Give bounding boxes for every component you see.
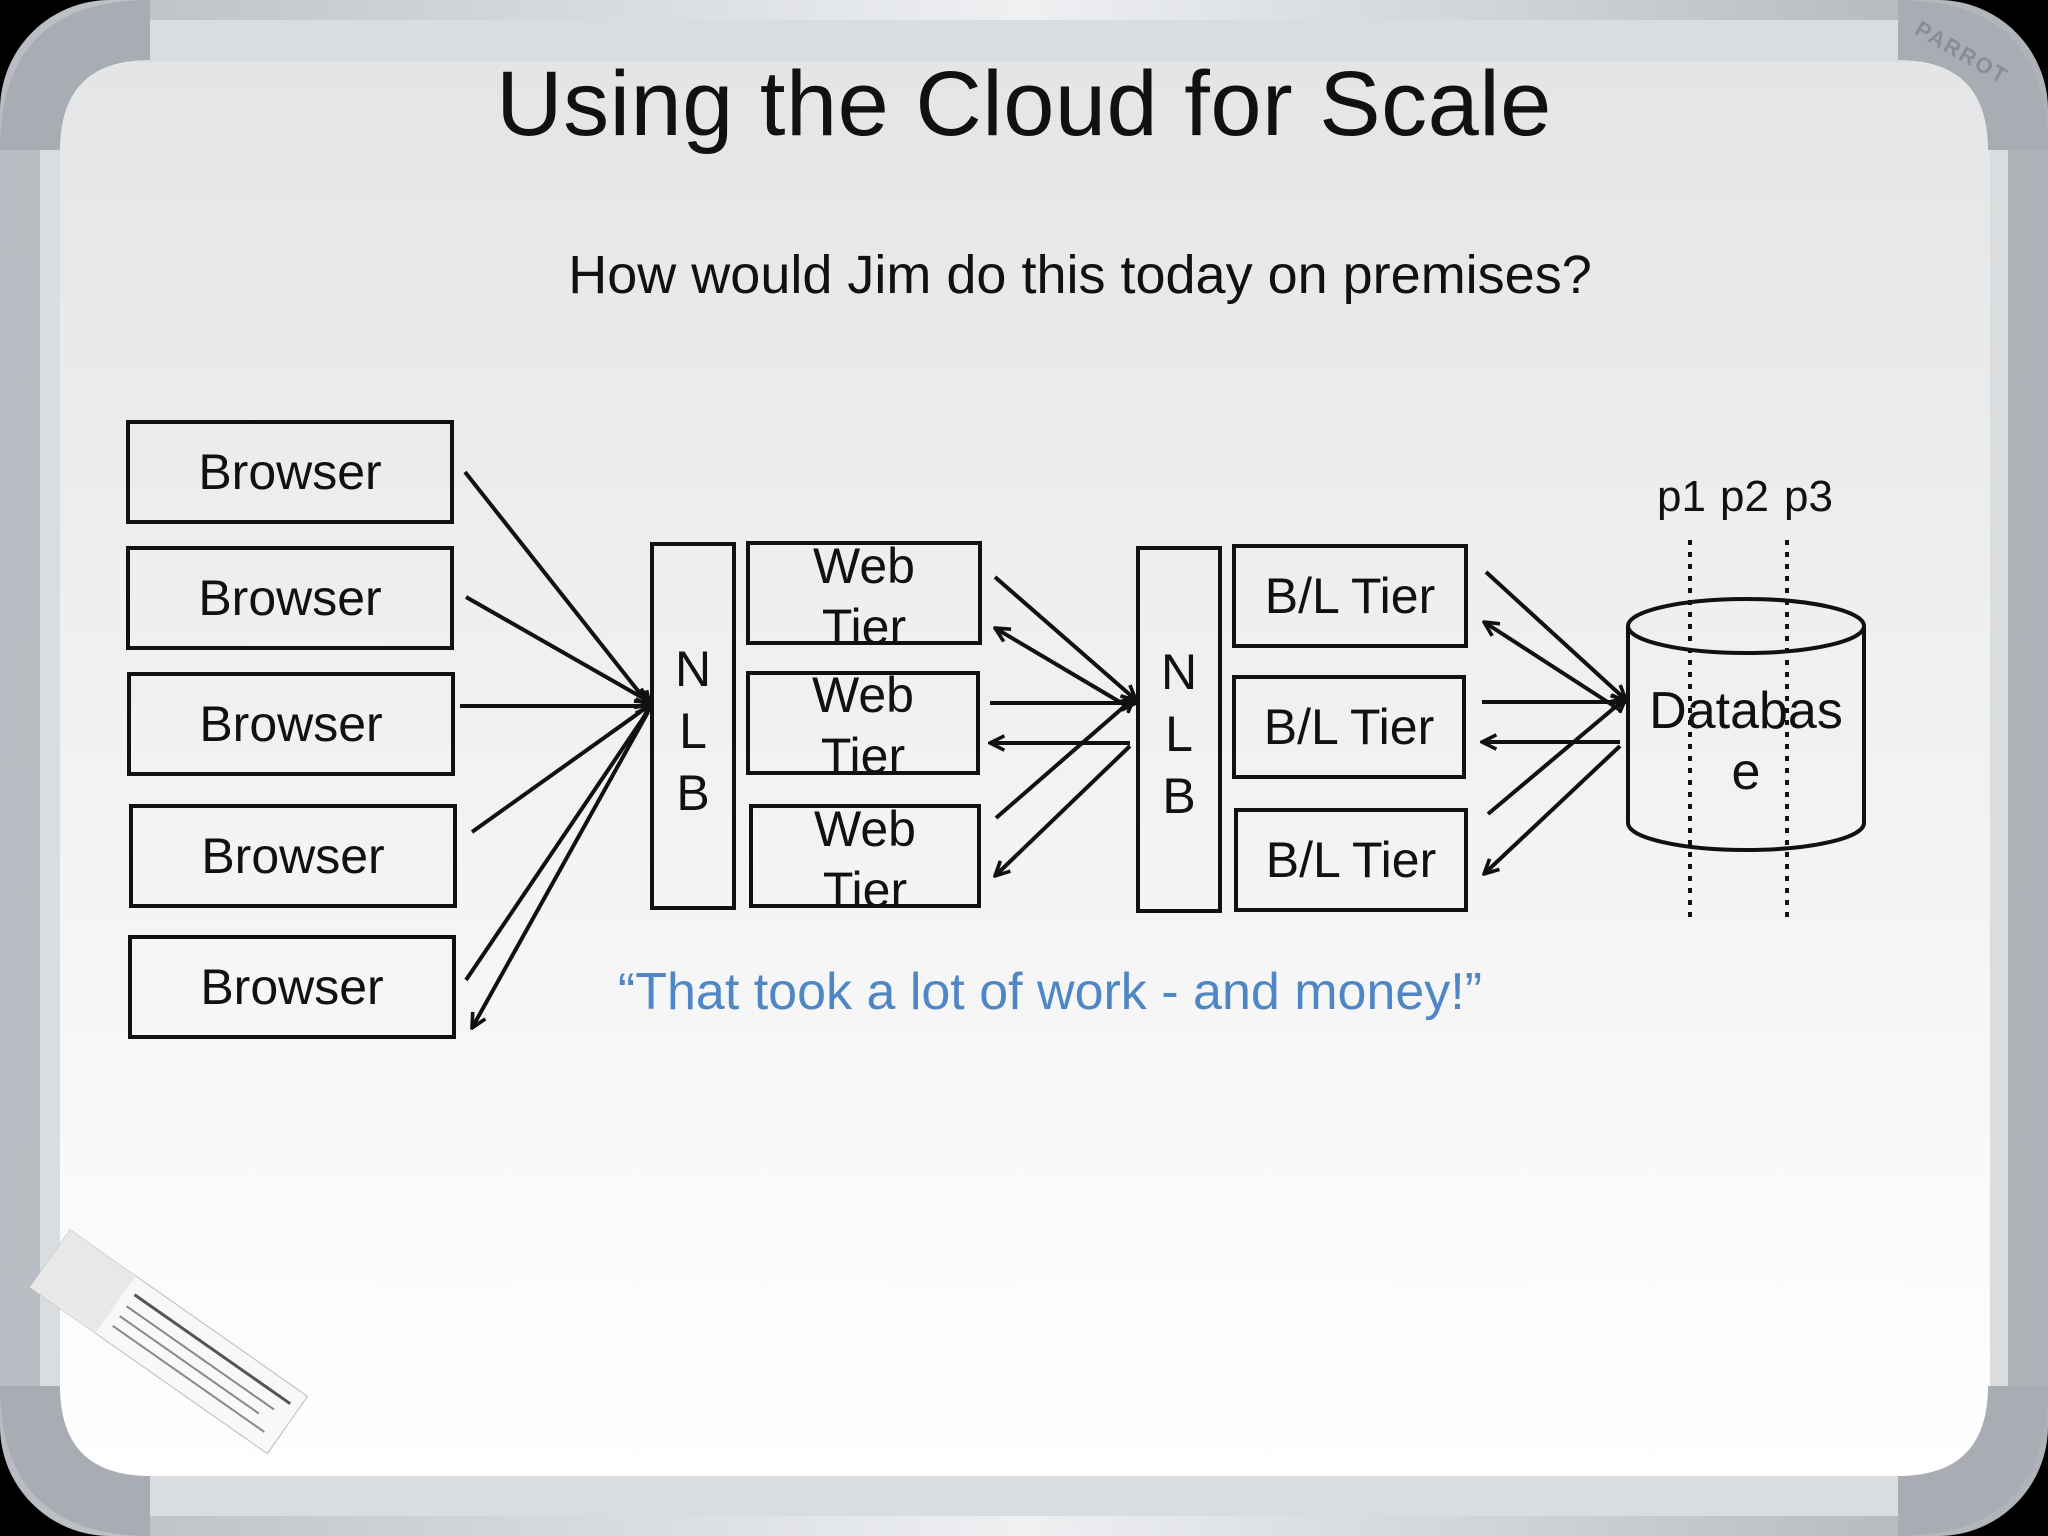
web-tier-2-line1: Web	[812, 667, 914, 723]
browser-label-1: Browser	[198, 444, 382, 500]
web-tier-box-3	[749, 804, 981, 908]
arrows-bl-to-database	[1482, 570, 1626, 874]
browser-box-1	[126, 420, 454, 524]
partition-label-p2: p2	[1720, 472, 1769, 521]
quote-text: “That took a lot of work - and money!”	[617, 963, 1483, 1021]
corner-cap-top-left	[0, 0, 150, 150]
browser-label-5: Browser	[200, 959, 384, 1015]
browser-box-3	[127, 672, 455, 776]
arrows-web-to-nlb	[990, 575, 1136, 876]
browser-box-4	[129, 804, 457, 908]
browser-box-2	[126, 546, 454, 650]
board-surface	[60, 62, 1990, 1476]
database-label-line1: Databas	[1649, 682, 1843, 740]
bl-tier-label-2: B/L Tier	[1263, 699, 1435, 755]
bl-tier-label-1: B/L Tier	[1264, 568, 1436, 624]
web-tier-3-line2: Tier	[822, 862, 908, 918]
nlb-right-box	[1136, 546, 1222, 913]
browser-label-3: Browser	[199, 696, 383, 752]
nlb-left-letter-n: N	[674, 641, 712, 697]
database-label-line2: e	[1731, 743, 1761, 801]
browser-box-5	[128, 935, 456, 1039]
nlb-right-letter-l: L	[1165, 706, 1193, 762]
web-tier-box-1	[746, 541, 982, 645]
nlb-right-letter-b: B	[1162, 768, 1196, 824]
slide-subtitle: How would Jim do this today on premises?	[568, 245, 1592, 305]
bl-tier-box-1	[1232, 544, 1468, 648]
browser-label-2: Browser	[198, 570, 382, 626]
web-tier-3-line1: Web	[814, 801, 916, 857]
bl-tier-box-2	[1232, 675, 1466, 779]
manufacturer-sticker	[29, 1229, 309, 1455]
browser-label-4: Browser	[201, 828, 385, 884]
slide-title: Using the Cloud for Scale	[496, 53, 1552, 155]
nlb-left-letter-l: L	[679, 703, 707, 759]
partition-label-p1: p1	[1657, 472, 1706, 521]
database-cylinder	[1626, 597, 1866, 852]
nlb-left-box	[650, 542, 736, 910]
bl-tier-box-3	[1234, 808, 1468, 912]
web-tier-2-line2: Tier	[820, 728, 906, 784]
corner-cap-bottom-right	[1898, 1386, 2048, 1536]
corner-cap-bottom-left	[0, 1386, 150, 1536]
web-tier-1-line2: Tier	[821, 599, 907, 655]
partition-label-p3: p3	[1784, 472, 1833, 521]
nlb-right-letter-n: N	[1160, 644, 1198, 700]
bl-tier-label-3: B/L Tier	[1265, 832, 1437, 888]
arrows-browser-to-nlb	[460, 470, 650, 1028]
web-tier-1-line1: Web	[813, 538, 915, 594]
nlb-left-letter-b: B	[676, 765, 710, 821]
corner-cap-top-right	[1898, 0, 2048, 150]
web-tier-box-2	[746, 671, 980, 775]
